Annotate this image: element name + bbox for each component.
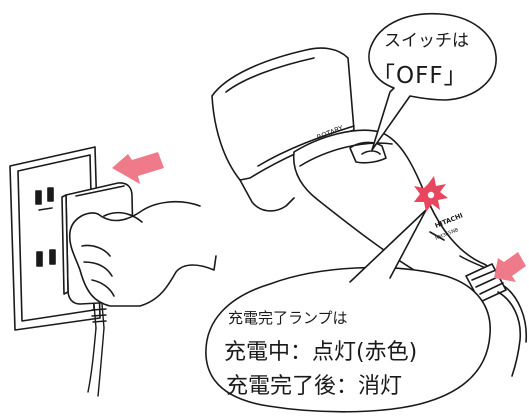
lamp-callout-balloon — [205, 209, 491, 413]
switch-callout-line2: 「OFF」 — [372, 63, 468, 89]
lamp-callout-charging: 充電中：点灯(赤色) — [224, 340, 418, 365]
switch-callout-balloon — [368, 12, 497, 151]
adapter-cord — [87, 303, 107, 397]
switch-callout-line1: スイッチは — [384, 31, 469, 51]
hand — [68, 200, 217, 307]
charge-lamp-icon — [414, 176, 448, 212]
insert-shaver-plug-arrow — [494, 252, 526, 282]
lamp-callout-complete: 充電完了後：消灯 — [226, 374, 403, 399]
insert-plug-arrow — [112, 152, 164, 184]
lamp-callout-title: 充電完了ランプは — [228, 309, 348, 327]
brand-logo: HITACHI — [434, 211, 464, 229]
